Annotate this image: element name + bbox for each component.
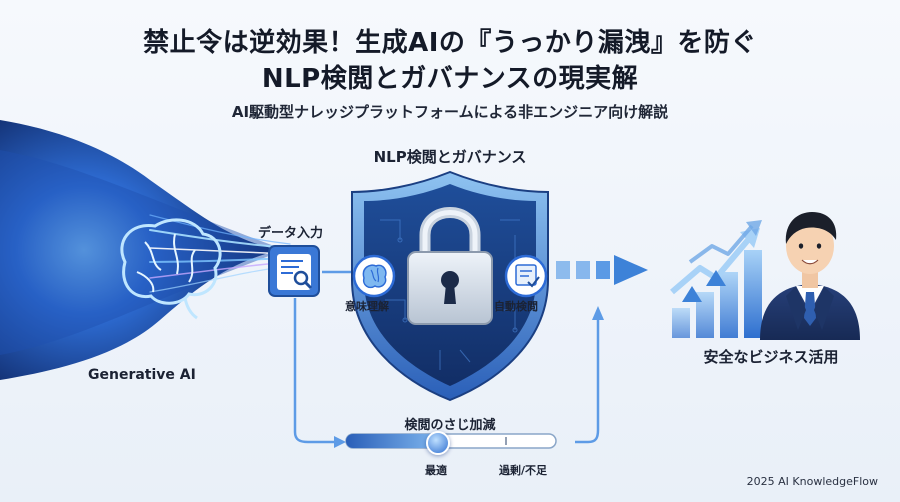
slider-optimal-label: 最適 xyxy=(425,464,447,477)
document-check-icon xyxy=(504,254,548,298)
subtitle: AI駆動型ナレッジプラットフォームによる非エンジニア向け解説 xyxy=(231,103,669,121)
title-line-2: NLP検閲とガバナンスの現実解 xyxy=(261,64,639,94)
diagram-label: NLP検閲とガバナンス xyxy=(373,148,527,166)
output-arrow xyxy=(556,255,648,285)
generative-ai-backdrop xyxy=(0,120,285,380)
growth-chart-icon xyxy=(670,220,762,338)
data-input-label: データ入力 xyxy=(258,226,324,241)
footer-credit: 2025 AI KnowledgeFlow xyxy=(746,475,878,488)
brain-badge-icon xyxy=(352,254,396,298)
meaning-understanding-label: 意味理解 xyxy=(345,300,389,313)
generative-ai-label: Generative AI xyxy=(88,367,196,383)
flow-lines xyxy=(293,270,604,448)
title-line-1: 禁止令は逆効果！生成AIの『うっかり漏洩』を防ぐ xyxy=(143,28,757,58)
slider-title: 検閲のさじ加減 xyxy=(404,418,496,433)
document-search-icon xyxy=(268,245,320,297)
censorship-slider xyxy=(345,433,557,449)
slider-knob xyxy=(426,431,451,455)
business-use-label: 安全なビジネス活用 xyxy=(703,348,839,366)
auto-censorship-label: 自動検閲 xyxy=(494,300,538,313)
slider-excess-label: 過剰/不足 xyxy=(499,464,548,477)
businessman-icon xyxy=(760,212,860,340)
brain-icon xyxy=(120,218,222,320)
padlock-icon xyxy=(407,207,493,325)
